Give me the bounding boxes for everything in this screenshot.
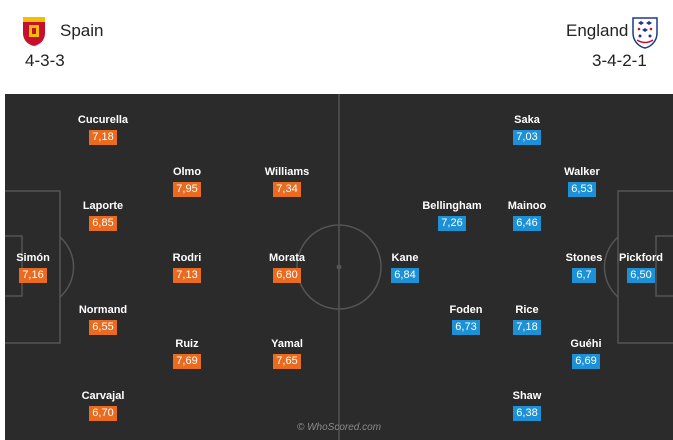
player-rating-badge: 6,50 [627,268,655,283]
home-formation: 4-3-3 [25,51,65,70]
watermark: © WhoScored.com [296,422,382,433]
player-name[interactable]: Olmo [172,166,202,178]
player-rating-badge: 7,69 [173,354,201,369]
player-name[interactable]: Shaw [512,390,542,402]
home-player-olmo[interactable]: Olmo 7,95 [147,166,227,197]
away-formation: 3-4-2-1 [592,51,647,70]
player-name[interactable]: Normand [78,304,128,316]
player-rating-badge: 7,03 [513,130,541,145]
home-player-laporte[interactable]: Laporte 6,85 [63,200,143,231]
player-name[interactable]: Simón [16,252,50,264]
away-player-kane[interactable]: Kane 6,84 [365,252,445,283]
away-team-name[interactable]: England [566,21,629,40]
player-rating-badge: 7,34 [273,182,301,197]
player-rating-badge: 7,16 [19,268,47,283]
home-team-name[interactable]: Spain [60,21,104,40]
home-player-carvajal[interactable]: Carvajal 6,70 [63,390,143,421]
home-player-yamal[interactable]: Yamal 7,65 [247,338,327,369]
home-player-normand[interactable]: Normand 6,55 [63,304,143,335]
away-player-walker[interactable]: Walker 6,53 [542,166,622,197]
player-rating-badge: 6,80 [273,268,301,283]
player-name[interactable]: Foden [449,304,483,316]
player-name[interactable]: Mainoo [507,200,547,212]
player-rating-badge: 6,46 [513,216,541,231]
player-name[interactable]: Williams [264,166,310,178]
player-rating-badge: 6,53 [568,182,596,197]
player-name[interactable]: Morata [268,252,306,264]
player-rating-badge: 7,95 [173,182,201,197]
pitch-lines [5,94,673,440]
england-crest-icon [632,17,658,49]
away-player-shaw[interactable]: Shaw 6,38 [487,390,567,421]
match-header: Spain 4-3-3 England 3-4-2-1 [0,0,673,94]
player-rating-badge: 6,55 [89,320,117,335]
player-name[interactable]: Pickford [618,252,663,264]
away-player-mainoo[interactable]: Mainoo 6,46 [487,200,567,231]
spain-crest-icon [23,17,45,46]
player-name[interactable]: Kane [391,252,419,264]
home-player-rodri[interactable]: Rodri 7,13 [147,252,227,283]
player-rating-badge: 6,7 [572,268,596,283]
player-name[interactable]: Carvajal [81,390,125,402]
player-name[interactable]: Laporte [82,200,124,212]
player-rating-badge: 7,18 [513,320,541,335]
player-rating-badge: 6,70 [89,406,117,421]
away-player-stones[interactable]: Stones 6,7 [544,252,624,283]
player-rating-badge: 7,65 [273,354,301,369]
player-rating-badge: 6,38 [513,406,541,421]
player-name[interactable]: Stones [565,252,603,264]
home-player-ruiz[interactable]: Ruiz 7,69 [147,338,227,369]
player-name[interactable]: Yamal [271,338,303,350]
away-player-foden[interactable]: Foden 6,73 [426,304,506,335]
player-name[interactable]: Saka [514,114,540,126]
home-player-williams[interactable]: Williams 7,34 [247,166,327,197]
away-player-bellingham[interactable]: Bellingham 7,26 [412,200,492,231]
player-rating-badge: 6,84 [391,268,419,283]
player-rating-badge: 6,85 [89,216,117,231]
player-rating-badge: 7,13 [173,268,201,283]
player-name[interactable]: Rice [515,304,539,316]
away-player-saka[interactable]: Saka 7,03 [487,114,567,145]
player-name[interactable]: Rodri [172,252,202,264]
home-player-cucurella[interactable]: Cucurella 7,18 [63,114,143,145]
away-player-rice[interactable]: Rice 7,18 [487,304,567,335]
player-rating-badge: 7,26 [438,216,466,231]
player-rating-badge: 7,18 [89,130,117,145]
away-player-pickford[interactable]: Pickford 6,50 [601,252,673,283]
player-name[interactable]: Bellingham [422,200,482,212]
home-player-simon[interactable]: Simón 7,16 [5,252,73,283]
player-rating-badge: 6,69 [572,354,600,369]
player-name[interactable]: Ruiz [175,338,199,350]
player-name[interactable]: Cucurella [77,114,129,126]
player-name[interactable]: Walker [564,166,600,178]
home-player-morata[interactable]: Morata 6,80 [247,252,327,283]
player-rating-badge: 6,73 [452,320,480,335]
player-name[interactable]: Guéhi [570,338,602,350]
away-player-guehi[interactable]: Guéhi 6,69 [546,338,626,369]
